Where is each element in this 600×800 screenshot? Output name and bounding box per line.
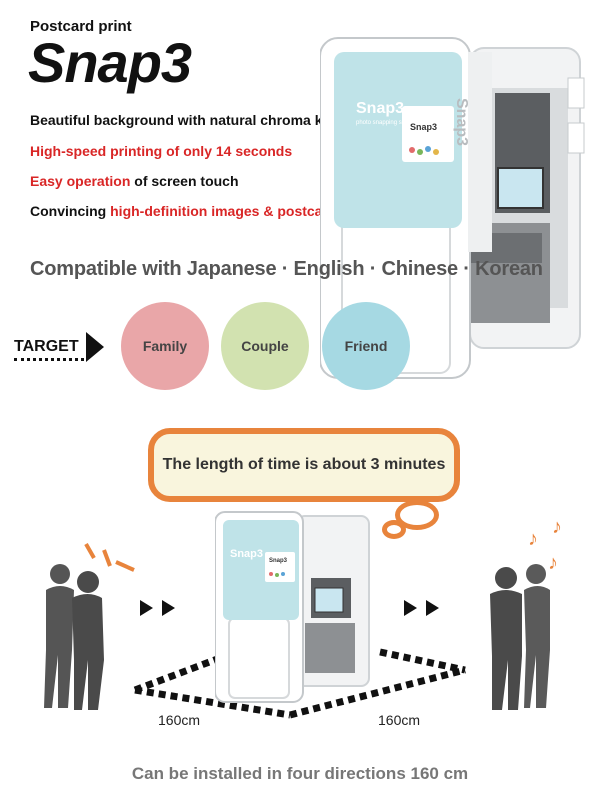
target-friend: Friend bbox=[322, 302, 410, 390]
feature-3-text: of screen touch bbox=[130, 173, 239, 189]
target-family-label: Family bbox=[142, 338, 188, 354]
brand-logo: Snap3 bbox=[28, 31, 192, 94]
play-arrow-icon bbox=[162, 600, 175, 616]
feature-2-highlight: High-speed printing of only 14 seconds bbox=[30, 143, 293, 159]
bubble-puff-large bbox=[395, 500, 439, 530]
dimension-left: 160cm bbox=[158, 712, 201, 728]
play-arrow-icon bbox=[426, 600, 439, 616]
feature-line-2: High-speed printing of only 14 seconds bbox=[30, 143, 292, 159]
feature-line-4: Convincing high-definition images & post… bbox=[30, 203, 376, 219]
booth-brand: Snap3 bbox=[356, 100, 405, 117]
time-text: The length of time is about 3 minutes bbox=[162, 456, 446, 473]
play-arrow-icon bbox=[404, 600, 417, 616]
booth-screen-brand: Snap3 bbox=[410, 122, 438, 132]
feature-4-text: Convincing bbox=[30, 203, 111, 219]
target-friend-label: Friend bbox=[344, 338, 388, 354]
installation-caption: Can be installed in four directions 160 … bbox=[131, 764, 469, 783]
couple-silhouette-left bbox=[44, 564, 104, 710]
booth-side-label: Snap3 bbox=[453, 98, 470, 147]
music-note-icon: ♪ bbox=[528, 528, 538, 550]
target-label: TARGET bbox=[14, 338, 79, 355]
dimension-right: 160cm bbox=[378, 712, 421, 728]
play-arrow-icon bbox=[140, 600, 153, 616]
small-booth-brand: Snap3 bbox=[230, 548, 264, 560]
floor-area-outline bbox=[133, 648, 466, 719]
photo-booth-small-image bbox=[215, 511, 370, 703]
target-couple-label: Couple bbox=[241, 338, 289, 354]
feature-line-1: Beautiful background with natural chroma… bbox=[30, 112, 338, 128]
target-family: Family bbox=[121, 302, 209, 390]
subtitle: Postcard print bbox=[30, 18, 132, 35]
target-underline bbox=[14, 358, 84, 361]
small-booth-screen-brand: Snap3 bbox=[269, 558, 288, 564]
feature-line-3: Easy operation of screen touch bbox=[30, 173, 239, 189]
music-note-icon: ♪ bbox=[548, 552, 558, 574]
bubble-puff-small bbox=[382, 520, 406, 539]
language-compatibility: Compatible with Japanese · English · Chi… bbox=[30, 258, 543, 280]
time-speech-bubble: The length of time is about 3 minutes bbox=[148, 428, 460, 502]
couple-silhouette-right bbox=[490, 564, 550, 710]
feature-3-highlight: Easy operation bbox=[30, 173, 131, 189]
booth-tagline: photo snapping service bbox=[356, 120, 418, 126]
music-note-icon: ♪ bbox=[552, 516, 562, 538]
target-couple: Couple bbox=[221, 302, 309, 390]
excited-lines-icon bbox=[84, 543, 135, 572]
feature-1-text: Beautiful background with natural chroma… bbox=[30, 112, 339, 128]
photo-booth-image bbox=[320, 37, 585, 379]
arrow-right-icon bbox=[86, 332, 104, 362]
feature-4-highlight: high-definition images & postcard print! bbox=[110, 203, 377, 219]
